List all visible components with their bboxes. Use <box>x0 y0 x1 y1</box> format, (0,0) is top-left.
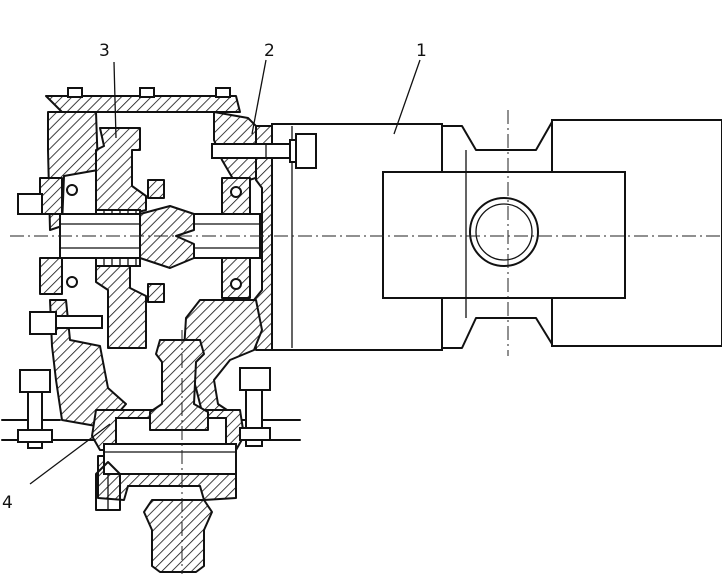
leader-2 <box>251 59 267 135</box>
callout-1: 1 <box>416 41 427 61</box>
bearing-left-top <box>39 177 63 215</box>
callout-2: 2 <box>264 41 275 61</box>
output-gear-assembly <box>95 339 237 573</box>
base-nut-left-top <box>19 369 51 393</box>
leader-4 <box>29 423 111 485</box>
bolt-washer <box>289 139 297 163</box>
terminal-port <box>469 197 539 267</box>
stud-left-lower <box>29 311 57 335</box>
leader-lines <box>29 59 421 485</box>
coupling-bolt <box>211 133 317 169</box>
cover-bolt-1 <box>67 87 83 98</box>
output-pinion <box>143 499 213 573</box>
base-nut-right-top <box>239 367 271 391</box>
callout-3: 3 <box>99 41 110 61</box>
pinion <box>139 205 195 269</box>
bolt-nut <box>295 133 317 169</box>
cover-bolt-3 <box>215 87 231 98</box>
callout-4: 4 <box>2 493 13 513</box>
fasteners <box>17 193 271 449</box>
center-lines <box>10 110 722 574</box>
ball-4 <box>230 278 242 290</box>
stud-left-lower-shank <box>55 315 103 329</box>
motor-neck <box>441 121 553 349</box>
stud-left-upper <box>17 193 43 215</box>
output-shaft <box>103 443 237 475</box>
cover-bolt-2 <box>139 87 155 98</box>
terminal-port-inner <box>475 203 533 261</box>
base-nut-left-bottom <box>17 429 53 443</box>
leader-3 <box>113 61 117 139</box>
base-nut-right-bottom <box>239 427 271 441</box>
ball-2 <box>66 276 78 288</box>
ball-3 <box>230 186 242 198</box>
bearing-left-bottom <box>39 257 63 295</box>
seal-2 <box>147 283 165 303</box>
motor-unit <box>271 119 722 351</box>
dowel-pin <box>95 461 121 511</box>
top-cover <box>45 95 241 113</box>
seal-1 <box>147 179 165 199</box>
output-gear <box>149 339 209 431</box>
ball-1 <box>66 184 78 196</box>
leader-1 <box>393 59 421 135</box>
